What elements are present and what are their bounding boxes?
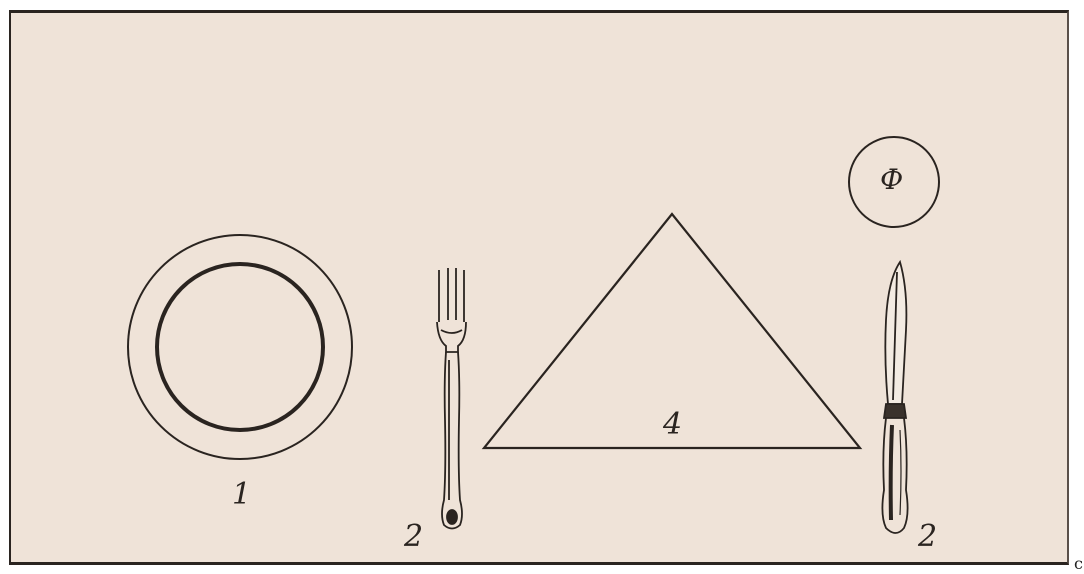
glass-symbol-label: Ф [880,166,903,194]
knife [882,262,907,533]
plate-number-label: 1 [232,480,251,510]
fork [437,268,466,529]
plate [128,235,352,459]
napkin-number-label: 4 [663,410,682,440]
corner-mark: c [1074,556,1083,572]
knife-number-label: 2 [918,522,937,552]
fork-number-label: 2 [404,522,423,552]
